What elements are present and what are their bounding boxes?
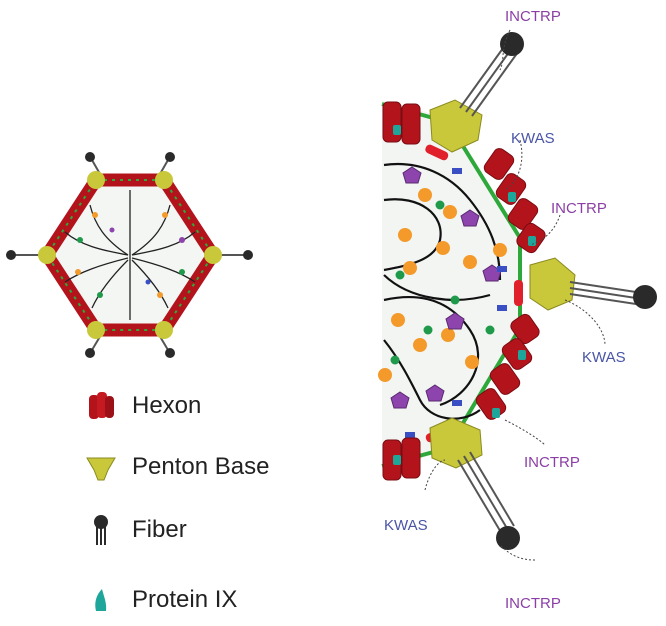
capsid-cross-section xyxy=(378,32,657,550)
label-kwas-mid: KWAS xyxy=(582,349,626,366)
penton-base-icon xyxy=(86,457,116,481)
protein-ix-icon xyxy=(95,589,107,611)
fiber-shafts xyxy=(457,43,637,535)
legend-label-hexon: Hexon xyxy=(132,392,202,419)
legend-label-fiber: Fiber xyxy=(132,516,187,543)
green-proteins xyxy=(390,200,495,365)
virion-fiber-knobs xyxy=(6,152,253,358)
callout-leaders xyxy=(424,29,606,561)
hexon-clusters xyxy=(382,101,546,481)
core-region xyxy=(382,100,520,470)
label-kwas-upper: KWAS xyxy=(511,130,555,147)
label-inctrp-mid: INCTRP xyxy=(551,200,607,217)
fiber-knobs xyxy=(496,32,657,550)
label-inctrp-top: INCTRP xyxy=(505,8,561,25)
label-inctrp-lower: INCTRP xyxy=(524,454,580,471)
label-inctrp-bottom: INCTRP xyxy=(505,595,561,612)
legend-label-penton-base: Penton Base xyxy=(132,453,270,480)
legend-item-penton-base: Penton Base xyxy=(84,447,269,487)
legend-item-fiber: Fiber xyxy=(84,510,187,550)
whole-virion xyxy=(6,152,253,358)
purple-proteins xyxy=(390,166,502,409)
orange-proteins xyxy=(378,188,507,382)
fiber-icon xyxy=(94,515,108,545)
protein-ix-markers xyxy=(393,125,536,465)
legend-item-protein-ix: Protein IX xyxy=(84,580,237,620)
virion-core xyxy=(64,190,196,320)
legend-item-hexon: Hexon xyxy=(84,386,201,426)
legend-label-protein-ix: Protein IX xyxy=(132,586,238,613)
virion-core-proteins xyxy=(75,212,185,298)
virion-penton-bases xyxy=(38,171,222,339)
penton-bases xyxy=(429,99,576,469)
callout-labels: INCTRP KWAS INCTRP KWAS INCTRP KWAS INCT… xyxy=(384,8,626,612)
label-kwas-lower: KWAS xyxy=(384,517,428,534)
hexon-icon xyxy=(89,392,114,419)
blue-proteins xyxy=(405,168,507,438)
